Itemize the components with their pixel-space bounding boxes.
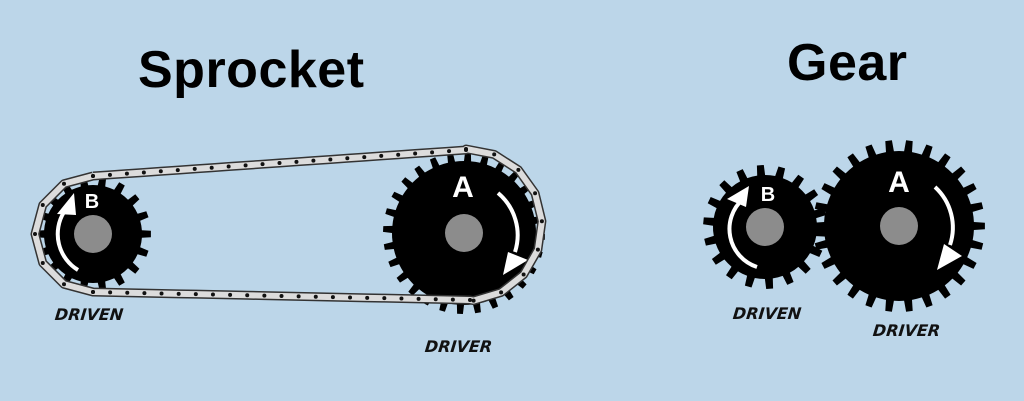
sprocket-title: Sprocket xyxy=(138,41,365,99)
rotation-arrow-cw-icon xyxy=(496,191,520,253)
sprocket-a-letter: A xyxy=(452,171,474,204)
rotation-arrow-ccw-icon xyxy=(55,210,80,272)
sprocket-a-driver xyxy=(383,152,545,314)
gear-title: Gear xyxy=(787,34,908,92)
hub-icon xyxy=(445,214,483,252)
sprocket-driven-label: DRIVEN xyxy=(54,305,125,324)
chain xyxy=(30,144,547,306)
gear-driven-label: DRIVEN xyxy=(732,304,803,323)
gear-a-letter: A xyxy=(888,166,910,199)
rotation-arrow-ccw-icon xyxy=(727,197,758,269)
sprocket-b-driven xyxy=(35,176,151,292)
gear-a-driver xyxy=(813,140,985,312)
gear-driver-label: DRIVER xyxy=(872,321,942,340)
gear-b-letter: B xyxy=(761,184,775,206)
sprocket-driver-label: DRIVER xyxy=(424,337,494,356)
hub-icon xyxy=(746,208,784,246)
hub-icon xyxy=(880,207,918,245)
gear-b-driven xyxy=(703,165,827,289)
sprocket-b-letter: B xyxy=(85,191,99,213)
hub-icon xyxy=(74,215,112,253)
rotation-arrow-cw-icon xyxy=(933,185,955,246)
